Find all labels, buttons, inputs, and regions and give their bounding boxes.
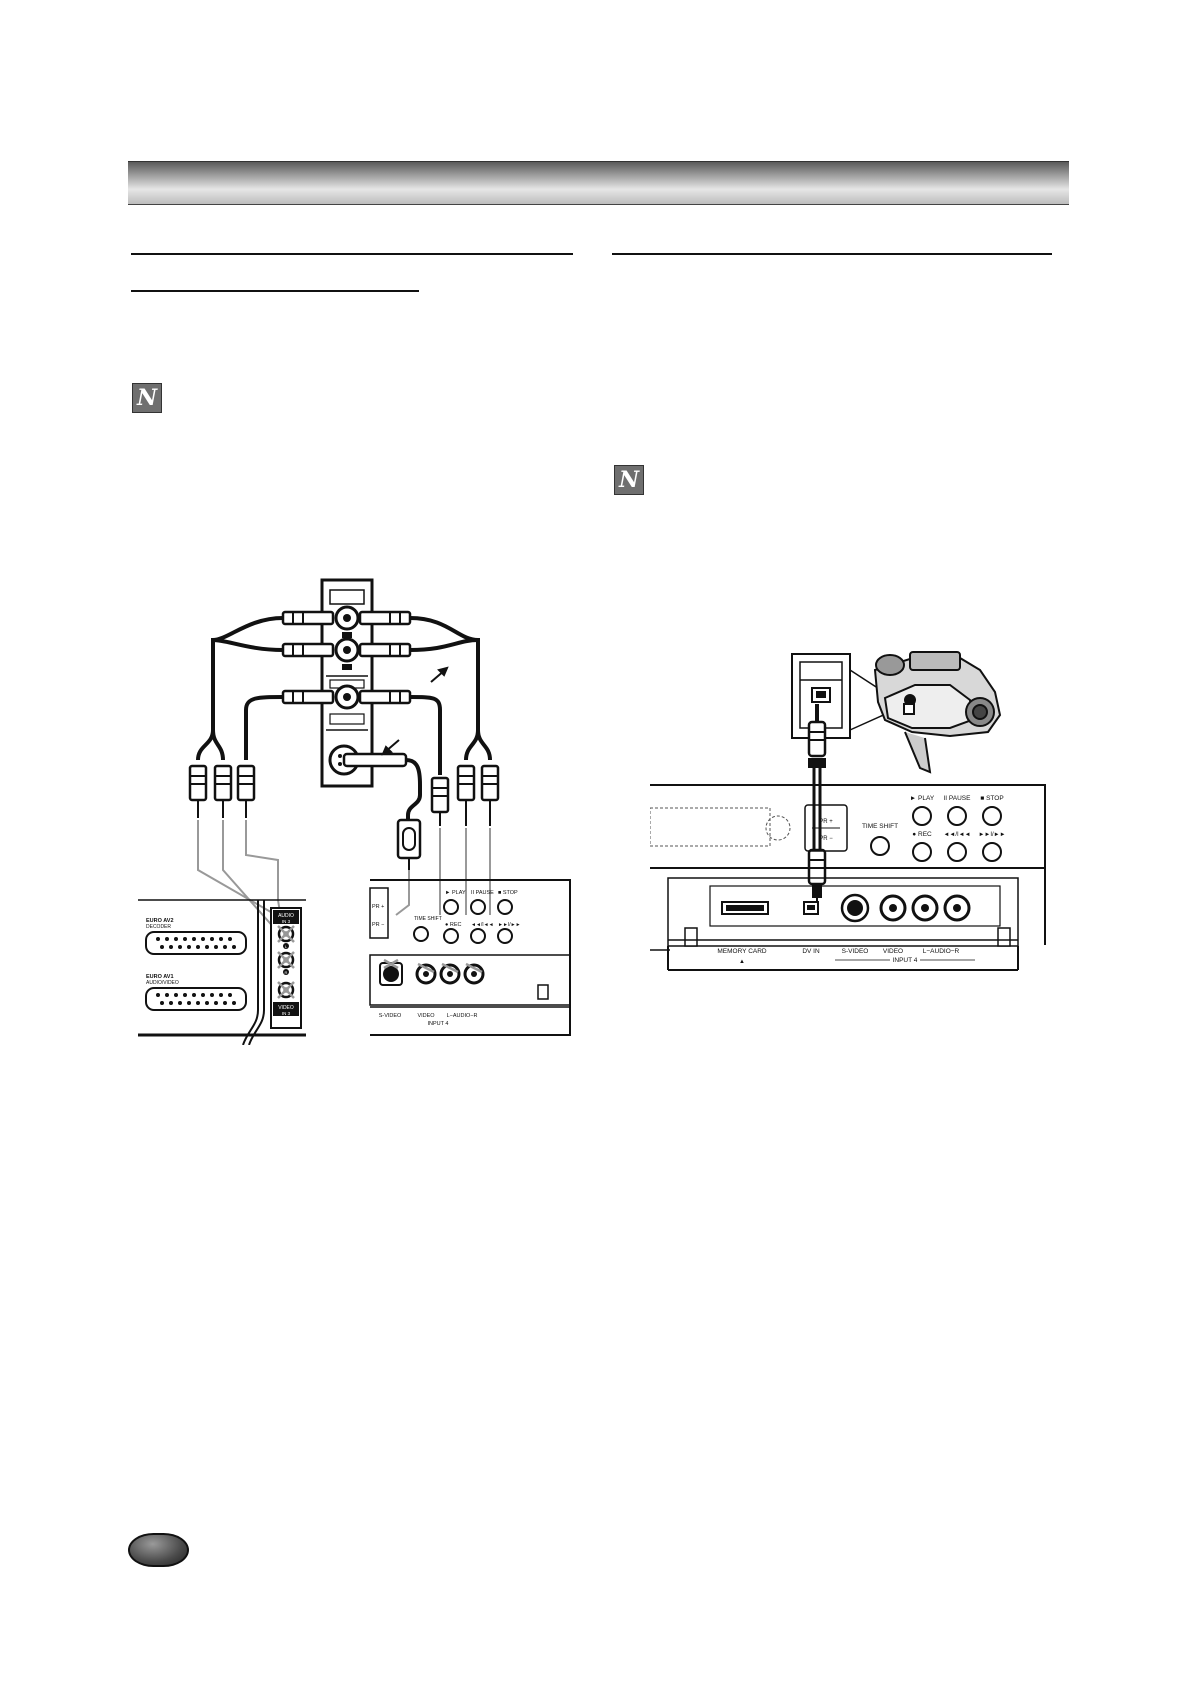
svg-text:INPUT 4: INPUT 4 [428,1021,449,1027]
svg-text:MEMORY CARD: MEMORY CARD [717,948,767,955]
svg-text:EURO AV1: EURO AV1 [146,974,174,980]
svg-text:PR −: PR − [819,836,833,842]
svg-text:DECODER: DECODER [146,924,171,930]
svg-text:R: R [285,970,288,975]
svg-text:◄◄/I◄◄: ◄◄/I◄◄ [943,832,970,838]
svg-text:L−AUDIO−R: L−AUDIO−R [447,1013,478,1019]
svg-text:PR +: PR + [372,904,384,910]
note-icon: N [614,465,644,495]
svg-text:VIDEO: VIDEO [417,1013,435,1019]
left-heading-rule-2 [131,290,419,292]
left-heading-rule-1 [131,253,573,255]
svg-text:►►I/►►: ►►I/►► [498,922,521,928]
svg-text:VIDEO: VIDEO [278,1005,294,1011]
svg-text:● REC: ● REC [912,831,932,838]
svg-text:► PLAY: ► PLAY [445,890,466,896]
svg-text:II PAUSE: II PAUSE [944,795,972,802]
page-number-tab [128,1533,189,1567]
svg-text:PR +: PR + [819,819,833,825]
svg-text:L: L [285,944,288,949]
svg-text:IN 3: IN 3 [282,1011,291,1016]
section-header-banner [128,161,1069,205]
right-heading-rule [612,253,1052,255]
svg-text:■ STOP: ■ STOP [980,795,1003,802]
tv-rear-panel: EURO AV2 DECODER EURO AV1 AUDIO/VIDEO AU… [138,899,306,1045]
svg-text:TIME SHIFT: TIME SHIFT [414,916,442,922]
svg-text:DV IN: DV IN [802,948,820,955]
svg-text:IN 3: IN 3 [282,919,291,924]
svg-text:TIME SHIFT: TIME SHIFT [862,823,898,830]
svg-text:L−AUDIO−R: L−AUDIO−R [923,948,960,955]
recorder-front-panel-right: PR + PR − TIME SHIFT ► PLAY II PAUSE ■ S… [650,784,1046,971]
svg-text:AUDIO/VIDEO: AUDIO/VIDEO [146,980,179,986]
svg-text:AUDIO: AUDIO [278,913,294,919]
svg-text:►►I/►►: ►►I/►► [978,832,1005,838]
svg-text:VIDEO: VIDEO [883,948,903,955]
svg-text:PR −: PR − [372,922,384,928]
svg-text:S-VIDEO: S-VIDEO [842,948,869,955]
dv-connection-diagram: PR + PR − TIME SHIFT ► PLAY II PAUSE ■ S… [650,650,1046,971]
svg-text:▲: ▲ [739,959,745,965]
euro-av2-label: EURO AV2 [146,918,174,924]
svg-text:► PLAY: ► PLAY [910,795,935,802]
svg-text:INPUT 4: INPUT 4 [893,957,918,964]
svg-text:S-VIDEO: S-VIDEO [379,1013,402,1019]
svg-text:II PAUSE: II PAUSE [471,890,494,896]
camcorder-illustration [873,650,1002,774]
svg-text:● REC: ● REC [445,922,461,928]
note-icon: N [132,383,162,413]
recorder-front-panel-left: PR + PR − TIME SHIFT ► PLAY II PAUSE ■ S… [369,879,571,1036]
svg-text:■ STOP: ■ STOP [498,890,518,896]
av-connection-diagram: EURO AV2 DECODER EURO AV1 AUDIO/VIDEO AU… [138,578,571,1045]
svg-text:◄◄/I◄◄: ◄◄/I◄◄ [471,922,494,928]
